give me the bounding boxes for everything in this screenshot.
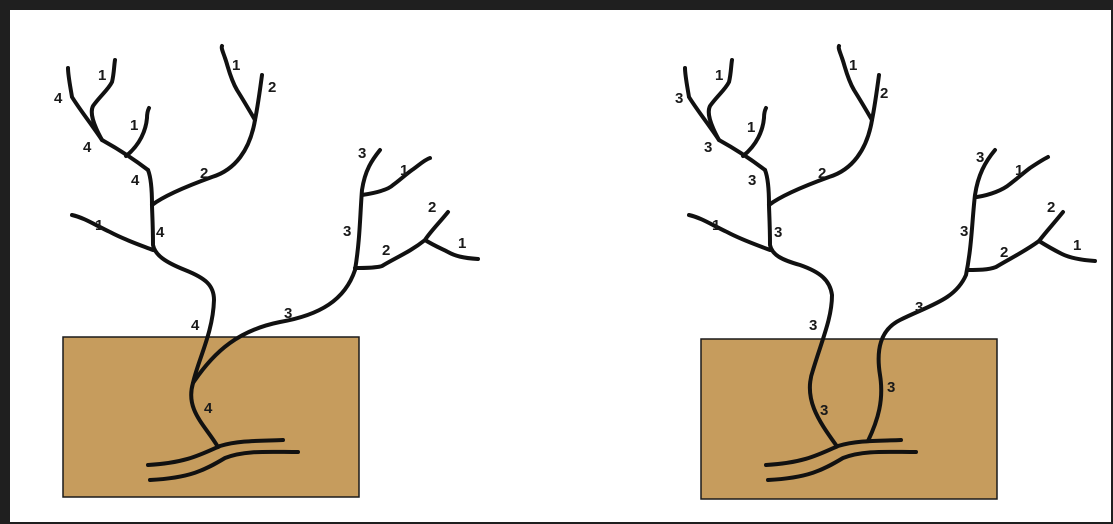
left-label-18: 3 [284, 305, 292, 322]
right-label-18: 3 [915, 299, 923, 316]
right-label-3: 1 [747, 119, 755, 136]
left-label-11: 3 [358, 145, 366, 162]
right-branch-1d [689, 215, 770, 250]
right-label-15: 1 [1073, 237, 1081, 254]
right-label-1: 1 [715, 67, 723, 84]
left-panel: 1 4 1 2 4 1 4 2 1 4 3 1 2 3 1 2 4 3 4 [54, 46, 478, 497]
right-label-10: 3 [774, 224, 782, 241]
right-label-14: 3 [960, 223, 968, 240]
right-branch-1f [1039, 241, 1095, 261]
left-label-4: 2 [268, 79, 276, 96]
left-label-16: 2 [382, 242, 390, 259]
left-label-10: 4 [156, 224, 165, 241]
left-branch-2-right [355, 212, 448, 268]
right-label-7: 3 [748, 172, 756, 189]
left-branch-2-upper [152, 75, 262, 205]
left-label-14: 3 [343, 223, 351, 240]
right-label-11: 3 [976, 149, 984, 166]
right-label-16: 2 [1000, 244, 1008, 261]
right-label-8: 2 [818, 165, 826, 182]
left-label-19: 4 [204, 400, 213, 417]
left-label-3: 1 [130, 117, 138, 134]
right-label-5: 3 [704, 139, 712, 156]
right-label-12: 1 [1015, 162, 1023, 179]
right-label-13: 2 [1047, 199, 1055, 216]
left-label-8: 2 [200, 165, 208, 182]
left-branch-1f [425, 240, 478, 259]
right-branch-2-right [968, 212, 1063, 270]
right-label-2: 3 [675, 90, 683, 107]
left-label-7: 4 [131, 172, 140, 189]
right-label-9: 1 [712, 217, 720, 234]
right-label-6: 1 [849, 57, 857, 74]
right-label-19: 3 [820, 402, 828, 419]
left-label-5: 4 [83, 139, 92, 156]
right-panel: 1 3 1 2 3 1 3 2 1 3 3 1 2 3 1 2 3 3 3 3 [675, 46, 1095, 499]
left-label-12: 1 [400, 162, 408, 179]
right-label-17: 3 [809, 317, 817, 334]
left-label-15: 1 [458, 235, 466, 252]
left-label-13: 2 [428, 199, 436, 216]
right-branch-2-upper [769, 75, 879, 205]
right-label-20: 3 [887, 379, 895, 396]
right-ground-block [701, 339, 997, 499]
left-label-2: 4 [54, 90, 63, 107]
left-label-17: 4 [191, 317, 200, 334]
left-label-1: 1 [98, 67, 106, 84]
left-branch-1d [72, 215, 153, 250]
left-label-9: 1 [95, 217, 103, 234]
left-label-6: 1 [232, 57, 240, 74]
right-label-4: 2 [880, 85, 888, 102]
